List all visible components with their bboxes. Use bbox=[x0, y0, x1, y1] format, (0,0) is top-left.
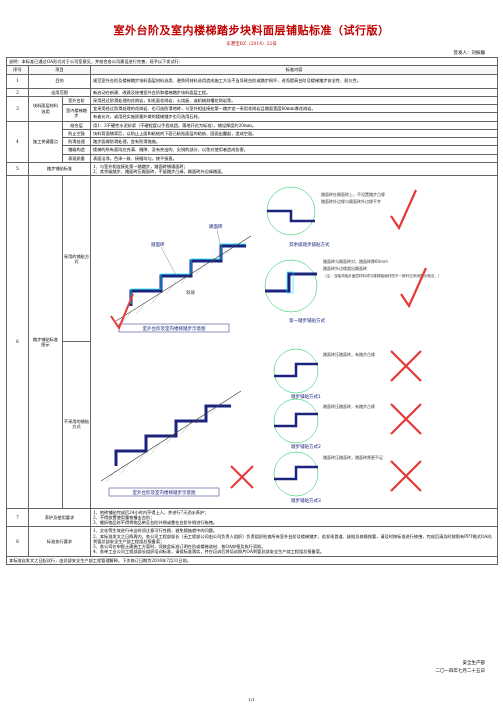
row-content: 宜采用经过防滑处理的花岗岩、也可选防滑地砖，与室外相连接处第一踏步宜一采用花岗岩… bbox=[89, 103, 499, 114]
diagram-cell: 踏面砖 踢面砖 斜坡 室外台阶及室内楼梯踏步示意图 踏面砖在踢面砖上，不设置踏步… bbox=[89, 175, 499, 509]
row-item: 目的 bbox=[28, 73, 91, 89]
sub-item: 结合层 bbox=[62, 120, 91, 130]
tread-label: 踏面砖 bbox=[151, 241, 165, 248]
stair-diagrams: 踏面砖 踢面砖 斜坡 室外台阶及室内楼梯踏步示意图 踏面砖在踢面砖上，不设置踏步… bbox=[100, 187, 442, 504]
detail-note: 踏面砖外边缘超出踢面砖 bbox=[323, 265, 367, 271]
diagram-caption: 室外台阶及室内楼梯踏步示意图 bbox=[143, 325, 206, 332]
rejected-stair-diagram: 室外台阶及室内楼梯踏步示意图 bbox=[100, 390, 242, 497]
row-content: 表面洁净，色泽一致、接缝均匀，棱平接直。 bbox=[89, 153, 499, 163]
issue-date: 二〇一四年七月二十五日 bbox=[435, 668, 486, 674]
row-number: 5 bbox=[6, 161, 29, 177]
detail-caption: 踏步铺贴方式1 bbox=[291, 393, 321, 400]
row-content: 1、文化等生效进行市业时须注意可行性稳，避免随施就中的问题。 2、本标准发文之日… bbox=[89, 526, 499, 557]
accept-check-icon bbox=[390, 189, 418, 231]
content-line: 2、不得放置使用重物撞击台阶； bbox=[93, 514, 155, 520]
row-item: 施工关键要点 bbox=[28, 120, 63, 163]
row-number: 2 bbox=[6, 87, 29, 97]
row-content: 1、与室外相连接处第一踏踏步，踏面砖铺通面砖； 2、其余级踏步，踏面砖压踢面砖，… bbox=[89, 161, 499, 177]
row-content: 采用经过防滑处理的花岗岩，如毛面花岗岩、火烧板、或机械刻槽花岗岩等。 bbox=[89, 95, 499, 106]
department-label: 安全生产部 bbox=[462, 661, 486, 666]
row-number: 3 bbox=[6, 95, 29, 122]
sub-item: 踏级构造 bbox=[62, 145, 91, 155]
content-line: 3、搬拆物品时不得将物品带至台阶外侧或靠在台阶外侧进行拖拽。 bbox=[93, 520, 218, 525]
detail-note: 踏面砖压踏面砖，有踏步凸缘 bbox=[323, 403, 375, 409]
first-step-detail: 踏面砖在踢面砖上，不设置踏步凸缘 踏面砖外边缘与踢面砖外边缘平齐 其余级踏步铺贴… bbox=[110, 187, 442, 331]
row-content: 新启动在新建、改建及修缮室外台阶和楼梯踏步块料面层工程。 bbox=[89, 87, 499, 97]
content-line: 2、本标准发文之日两周内，各公司工程部部长（无工程部公司由公司负责人组织）负责组… bbox=[93, 533, 492, 544]
col-header-item: 项目 bbox=[28, 65, 91, 75]
detail-note: 踏面砖与踢面砖对，踏面砖厚60mm bbox=[323, 258, 388, 264]
slope-label: 斜坡 bbox=[186, 289, 195, 296]
detail-caption: 第一踏步铺贴方式 bbox=[289, 317, 325, 324]
row-item: 踏步铺贴标准 bbox=[28, 161, 91, 177]
row-content: 有者允许，或用经实施质量外做的楼梯踏步也可选用石材。 bbox=[89, 112, 499, 122]
detail-note: （注：当踏关踏步面层材料或与楼梯踏面材质不一致时应采用图示做法。） bbox=[323, 273, 442, 278]
row-content: 块料背面铺浆后，以防止上面和粘结剂下面已粘贴面层的粘结、固面出露起，造成空鼓。 bbox=[89, 128, 499, 139]
caption-box bbox=[108, 488, 220, 497]
content-line: 2、其余级踏步，踏面砖压踢面砖，不留踏步凸缘，踢面砖外边缘踏面。 bbox=[93, 169, 226, 174]
row-item: 养护及使用要求 bbox=[28, 507, 91, 528]
accept-check-icon bbox=[110, 293, 134, 331]
reject-cross-icon bbox=[390, 403, 422, 436]
sub-item: 防止空鼓 bbox=[62, 128, 91, 139]
row-content: 1、地砖铺贴完成后24小时内不得上人，并进行7天洒水养护； 2、不得放置使用重物… bbox=[89, 507, 499, 528]
content-line: 1、地砖铺贴完成后24小时内不得上人，并进行7天洒水养护； bbox=[93, 509, 209, 515]
content-line: 4、各单工业公司工程部部长组织培训标准，请保标准落实，并在培训后将培训照片OA到… bbox=[93, 549, 325, 555]
rejected-detail-1: 踏面砖压踏面砖，有踏步凸缘 踏步铺贴方式1 bbox=[273, 349, 422, 400]
content-line: 1、与室外相连接处第一踏踏步，踏面砖铺通面砖； bbox=[93, 163, 188, 169]
row-number: 6 bbox=[6, 175, 29, 509]
row-content: 踏步面做防滑处理，宜有防滑措施。 bbox=[89, 136, 499, 147]
detail-caption: 踏步铺贴方式3 bbox=[291, 497, 321, 504]
sub-item: 室内楼梯踏步 bbox=[62, 104, 91, 122]
row-item: 标准执行要求 bbox=[28, 526, 91, 557]
rejected-detail-3: 踏面砖压踏面砖，踏面砖厚更不足 踏步铺贴方式3 bbox=[230, 452, 422, 504]
document-number: 东港宝BZ（2014）22号 bbox=[226, 42, 277, 47]
reject-cross-icon bbox=[390, 460, 422, 493]
detail-caption: 踏步铺贴方式2 bbox=[291, 443, 321, 450]
accept-check-icon bbox=[400, 267, 428, 309]
issuer-label: 签发人：刘振巍 bbox=[453, 51, 486, 56]
col-header-no: 序号 bbox=[6, 65, 29, 75]
row-item: 踏步铺贴标准图示 bbox=[28, 175, 63, 509]
row-content: 楼梯的所有面均应充满、缝隙、没有突出的、尖锐的部分，以免对使用者造成伤害。 bbox=[89, 145, 499, 155]
intro-text: 说明：本标准已通过OA形式对于公司室意见，并结合各公司建设进行完善，现予以下发试… bbox=[5, 56, 499, 67]
diagram-caption: 室外台阶及室内楼梯踏步示意图 bbox=[133, 489, 196, 496]
riser-label: 踢面砖 bbox=[209, 223, 223, 230]
col-header-content: 标准内容 bbox=[89, 65, 499, 75]
sub-item: 不采用的铺贴方式 bbox=[63, 418, 90, 429]
detail-note: 踏面砖在踢面砖上，不设置踏步凸缘 bbox=[321, 191, 385, 197]
reject-cross-icon bbox=[230, 465, 254, 489]
standard-table: 说明：本标准已通过OA形式对于公司室意见，并结合各公司建设进行完善，现予以下发试… bbox=[5, 56, 499, 565]
sub-item: 表观质量 bbox=[62, 153, 91, 163]
page-number: 1/1 bbox=[248, 697, 255, 702]
row-item: 块料面层材料选用 bbox=[28, 95, 63, 122]
sub-item: 采用的铺贴方式 bbox=[63, 176, 90, 343]
row-number: 1 bbox=[6, 73, 29, 89]
sub-item-split: 采用的铺贴方式 不采用的铺贴方式 bbox=[62, 175, 91, 509]
signature-block: 安全生产部 二〇一四年七月二十五日 bbox=[436, 660, 486, 675]
detail-note: 踏面砖压踏面砖，踏面砖厚更不足 bbox=[323, 454, 383, 460]
detail-caption: 其余级踏步铺贴方式 bbox=[289, 241, 330, 248]
document-title: 室外台阶及室内楼梯踏步块料面层铺贴标准（试行版） bbox=[113, 24, 390, 37]
row-content: 规范室外台阶及楼梯踏步块料面层材料选用、避免同材料选用造成施工方法不当导致台阶或… bbox=[89, 73, 499, 89]
stair-section-diagram: 踏面砖 踢面砖 斜坡 室外台阶及室内楼梯踏步示意图 bbox=[115, 223, 252, 333]
row-number: 4 bbox=[6, 120, 29, 163]
row-number: 8 bbox=[6, 526, 29, 557]
sub-item: 防滑处理 bbox=[62, 136, 91, 147]
detail-note: 踏面砖压踏面砖，有踏步凸缘 bbox=[323, 351, 375, 357]
content-line: 3、各公司在申报土建施工方案时，须按此标准订明在阶或楼梯选材、按OA申报及执行须… bbox=[93, 544, 266, 549]
content-line: 1、文化等生效进行市业时须注意可行性稳，避免随施就中的问题。 bbox=[93, 528, 218, 534]
detail-note: 踏面砖外边缘与踢面砖外边缘平齐 bbox=[321, 198, 381, 204]
row-item: 适用范围 bbox=[28, 87, 91, 97]
reject-cross-icon bbox=[390, 350, 422, 383]
row-content: 用1：3干硬性水泥砂浆（干硬程度以手捏成团，落地开花为标准），铺设厚度约20mm… bbox=[89, 120, 499, 130]
row-number: 7 bbox=[6, 507, 29, 528]
rejected-detail-2: 踏面砖压踏面砖，有踏步凸缘 踏步铺贴方式2 bbox=[273, 399, 422, 450]
sub-item: 室外台阶 bbox=[62, 95, 91, 106]
closing-note: 本标准自发文之日起试行，由总部安全生产部工程管理解释。下次修订日期为2016年7… bbox=[5, 555, 499, 565]
